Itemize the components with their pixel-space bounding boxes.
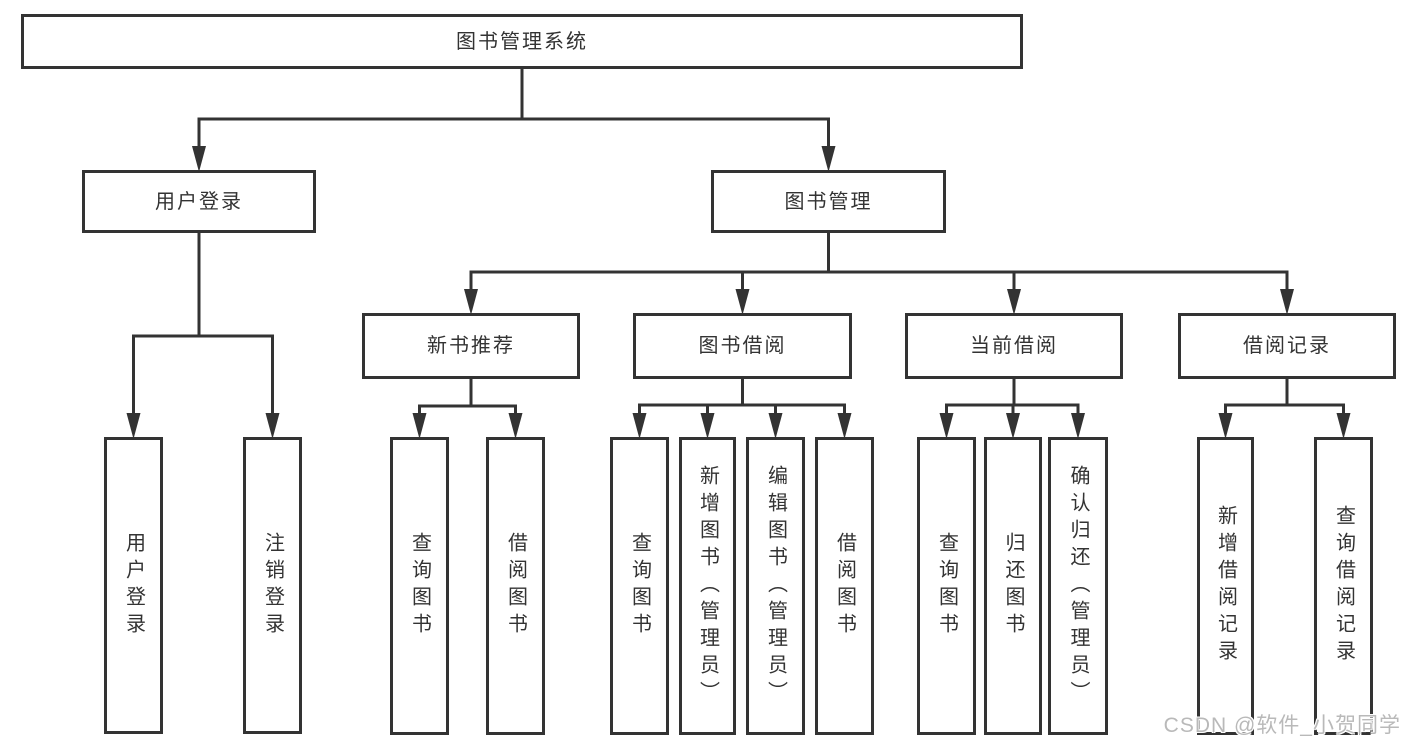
node-new-book-recommend: 新书推荐 — [362, 313, 580, 379]
node-leaf-borrow-books-1: 借阅图书 — [486, 437, 545, 735]
node-leaf-add-borrow-record: 新增借阅记录 — [1197, 437, 1254, 735]
node-leaf-borrow-books-2: 借阅图书 — [815, 437, 874, 735]
node-user-login: 用户登录 — [82, 170, 316, 233]
node-leaf-user-login: 用户登录 — [104, 437, 163, 734]
node-leaf-return-books: 归还图书 — [984, 437, 1042, 735]
node-current-borrowing: 当前借阅 — [905, 313, 1123, 379]
watermark-text: CSDN @软件_小贺同学 — [1163, 714, 1401, 737]
node-book-borrowing: 图书借阅 — [633, 313, 852, 379]
node-leaf-add-books: 新增图书（管理员） — [679, 437, 736, 735]
node-leaf-confirm-return: 确认归还（管理员） — [1048, 437, 1108, 735]
node-leaf-logout: 注销登录 — [243, 437, 302, 734]
node-root: 图书管理系统 — [21, 14, 1023, 69]
node-leaf-edit-books: 编辑图书（管理员） — [746, 437, 805, 735]
node-leaf-query-borrow-record: 查询借阅记录 — [1314, 437, 1373, 735]
node-leaf-query-books-3: 查询图书 — [917, 437, 976, 735]
node-book-management: 图书管理 — [711, 170, 946, 233]
node-leaf-query-books-2: 查询图书 — [610, 437, 669, 735]
node-borrowing-records: 借阅记录 — [1178, 313, 1396, 379]
node-leaf-query-books-1: 查询图书 — [390, 437, 449, 735]
